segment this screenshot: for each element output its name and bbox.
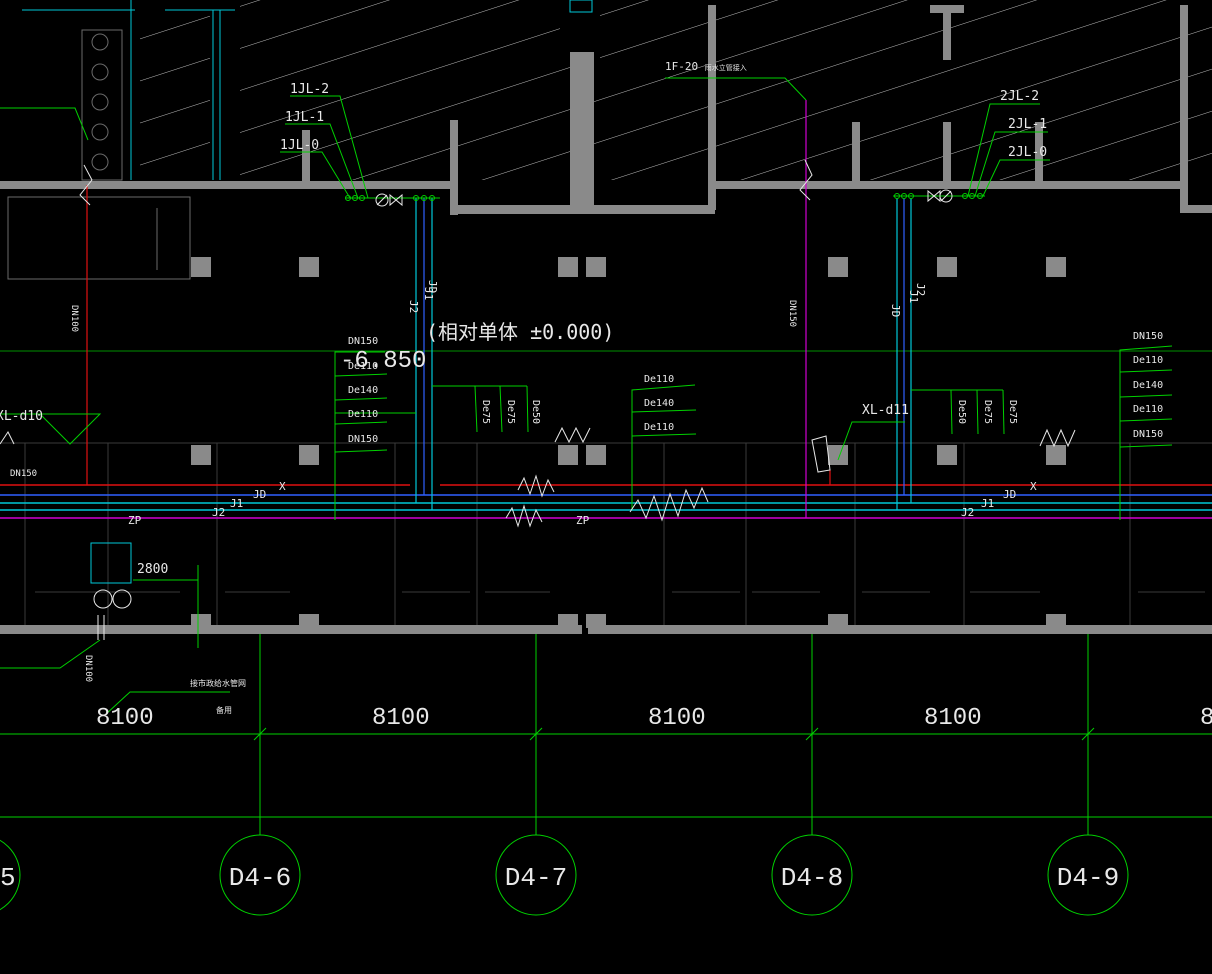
- dimension-label: 8: [1200, 705, 1212, 732]
- elevation-note: (相对单体 ±0.000): [426, 320, 614, 344]
- riser-pipe-dn150: DN150: [787, 300, 797, 327]
- leader-lines: [0, 77, 1050, 716]
- left-edge-label-dn150: DN150: [10, 469, 37, 479]
- dimension-label: 8100: [96, 705, 154, 732]
- grid-axis-label: D4-7: [505, 863, 567, 893]
- vertical-pipe-j1: J1: [907, 290, 920, 303]
- pipe-line-j2-left: J2: [212, 506, 225, 519]
- grid-axis-label: D4-8: [781, 863, 843, 893]
- size-label: De110: [348, 409, 378, 420]
- left-edge-label-xl: XL-d10: [0, 409, 43, 424]
- size-label: De110: [644, 422, 674, 433]
- dimension-label: 8100: [924, 705, 982, 732]
- pipe-line-zp-left: ZP: [128, 514, 142, 527]
- branch-size-label: De75: [480, 400, 491, 424]
- size-label: De140: [644, 398, 674, 409]
- vertical-pipe-j2: J2: [407, 300, 420, 313]
- pump-icon: [90, 542, 198, 640]
- riser-label-1jl-0: 1JL-0: [280, 138, 319, 153]
- vertical-pipe-jd: JD: [426, 280, 439, 293]
- room-outlines: [0, 442, 1212, 625]
- size-label: De110: [348, 361, 378, 372]
- pipe-runs: [0, 484, 1212, 519]
- grid-axis-label: 5: [0, 863, 16, 893]
- bottom-note: 备用: [216, 705, 232, 715]
- top-frames: [22, 0, 593, 180]
- dimension-label: 8100: [648, 705, 706, 732]
- bottom-note: 接市政给水管网: [190, 678, 246, 688]
- size-label: De110: [644, 374, 674, 385]
- riser-label-1jl-2: 1JL-2: [290, 82, 329, 97]
- size-label: De110: [1133, 404, 1163, 415]
- size-leaders: [197, 345, 1173, 648]
- pipe-line-j2-right: J2: [961, 506, 974, 519]
- branch-size-label: De50: [956, 400, 967, 424]
- pipe-line-j1-right: J1: [981, 497, 994, 510]
- pipe-line-jd-left: JD: [253, 488, 266, 501]
- structure-walls: [0, 5, 1212, 634]
- branch-size-label: De75: [1007, 400, 1018, 424]
- branch-size-label: De75: [505, 400, 516, 424]
- riser-label-1f-20-suffix: 雨水立管接入: [705, 63, 747, 72]
- elevation-value: -6.850: [340, 348, 426, 375]
- size-label: De140: [1133, 380, 1163, 391]
- riser-label-1jl-1: 1JL-1: [285, 110, 324, 125]
- pipe-line-x-right: X: [1030, 480, 1037, 493]
- dimension-system: [0, 634, 1212, 916]
- size-label: DN150: [348, 434, 378, 445]
- bottom-pipe-dn100: DN100: [83, 655, 93, 682]
- grid-axis-label: D4-6: [229, 863, 291, 893]
- size-label: DN150: [348, 336, 378, 347]
- size-label: DN150: [1133, 429, 1163, 440]
- manifolds: [345, 193, 985, 201]
- break-symbols: [0, 159, 1076, 528]
- pump-label: 2800: [137, 562, 168, 577]
- vertical-pipe-j2: J2: [914, 283, 927, 296]
- grid-axis-label: D4-9: [1057, 863, 1119, 893]
- pipe-line-jd-right: JD: [1003, 488, 1016, 501]
- pipe-line-zp-mid: ZP: [576, 514, 590, 527]
- vertical-risers: [86, 100, 912, 518]
- riser-label-2jl-1: 2JL-1: [1008, 117, 1047, 132]
- branch-size-label: De50: [530, 400, 541, 424]
- dimension-label: 8100: [372, 705, 430, 732]
- valve-icon: [375, 189, 953, 207]
- left-riser-pipe-label: DN100: [69, 305, 79, 332]
- riser-label-2jl-2: 2JL-2: [1000, 89, 1039, 104]
- size-label: DN150: [1133, 331, 1163, 342]
- size-label: De110: [1133, 355, 1163, 366]
- vertical-pipe-jd: JD: [889, 304, 902, 317]
- size-label: De140: [348, 385, 378, 396]
- riser-label-1f-20-code: 1F-20: [665, 60, 698, 73]
- equipment-box: [7, 29, 191, 280]
- pipe-line-x-left: X: [279, 480, 286, 493]
- branch-size-label: De75: [982, 400, 993, 424]
- riser-label-2jl-0: 2JL-0: [1008, 145, 1047, 160]
- pipe-line-j1-left: J1: [230, 497, 243, 510]
- vertical-pipe-j1: J1: [422, 287, 435, 300]
- pipe-label-xl-d11: XL-d11: [862, 403, 909, 418]
- riser-label-1f-20: 1F-20 雨水立管接入: [665, 60, 747, 73]
